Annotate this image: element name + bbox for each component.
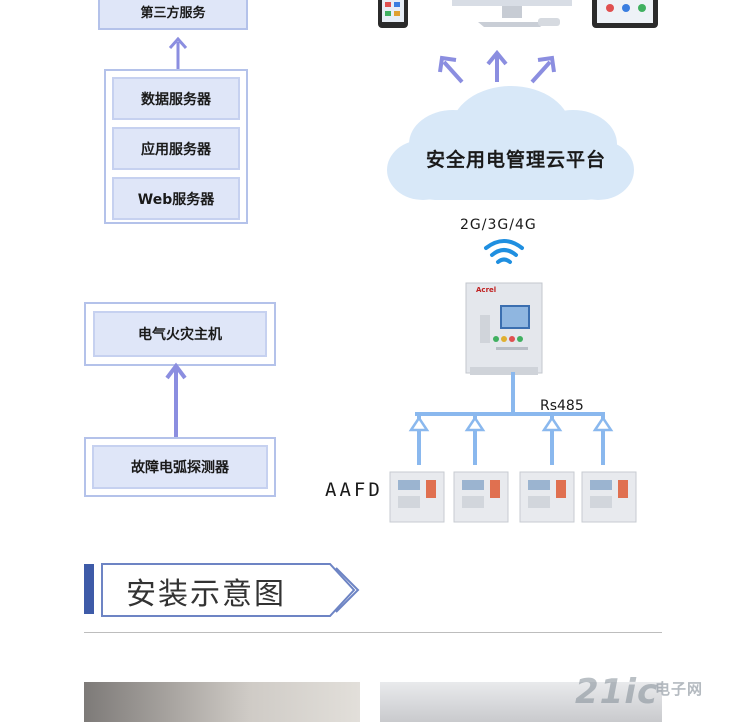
cloud-shape <box>387 86 634 200</box>
data-server-label: 数据服务器 <box>141 91 211 108</box>
phone-icon <box>378 0 408 28</box>
aafd-module-1 <box>389 471 445 523</box>
web-server-box: Web服务器 <box>112 177 240 220</box>
aafd-modules <box>389 471 637 523</box>
app-server-box: 应用服务器 <box>112 127 240 170</box>
section-title: 安装示意图 <box>126 577 286 612</box>
section-accent-bar <box>84 564 94 614</box>
web-server-label: Web服务器 <box>137 191 215 208</box>
arrow-up-to-fire-host <box>165 362 187 442</box>
third-party-service-box: 第三方服务 <box>98 0 248 30</box>
data-server-box: 数据服务器 <box>112 77 240 120</box>
install-photo-left <box>84 682 360 722</box>
aafd-label: AAFD <box>325 479 383 501</box>
aafd-module-3 <box>519 471 575 523</box>
app-server-label: 应用服务器 <box>141 141 211 158</box>
tablet-icon <box>592 0 658 28</box>
detector-box: 故障电弧探测器 <box>92 445 268 489</box>
server-stack: 数据服务器 应用服务器 Web服务器 <box>104 69 248 224</box>
fire-host-outer: 电气火灾主机 <box>84 302 276 366</box>
fire-host-box: 电气火灾主机 <box>93 311 267 357</box>
control-panel-icon <box>465 282 543 375</box>
client-devices <box>378 0 658 28</box>
arrow-up-to-third-party <box>168 36 188 70</box>
section-title-frame <box>101 563 360 617</box>
third-party-service-label: 第三方服务 <box>140 5 206 21</box>
detector-outer: 故障电弧探测器 <box>84 437 276 497</box>
detector-label: 故障电弧探测器 <box>131 460 229 476</box>
network-label: 2G/3G/4G <box>460 217 537 233</box>
watermark-text: 电子网 <box>655 680 704 698</box>
fire-host-label: 电气火灾主机 <box>138 327 222 343</box>
install-photo-right <box>380 682 662 722</box>
watermark-logo: 21ic <box>575 672 659 712</box>
upload-arrows <box>438 49 556 84</box>
panel-brand: Acrel <box>476 286 497 294</box>
desktop-icon <box>452 0 572 27</box>
rs485-bus <box>408 372 614 465</box>
rs485-label: Rs485 <box>540 398 584 414</box>
wifi-icon <box>484 239 524 264</box>
aafd-module-2 <box>453 471 509 523</box>
cloud-platform-label: 安全用电管理云平台 <box>425 149 606 171</box>
aafd-module-4 <box>581 471 637 523</box>
section-divider <box>84 632 662 633</box>
